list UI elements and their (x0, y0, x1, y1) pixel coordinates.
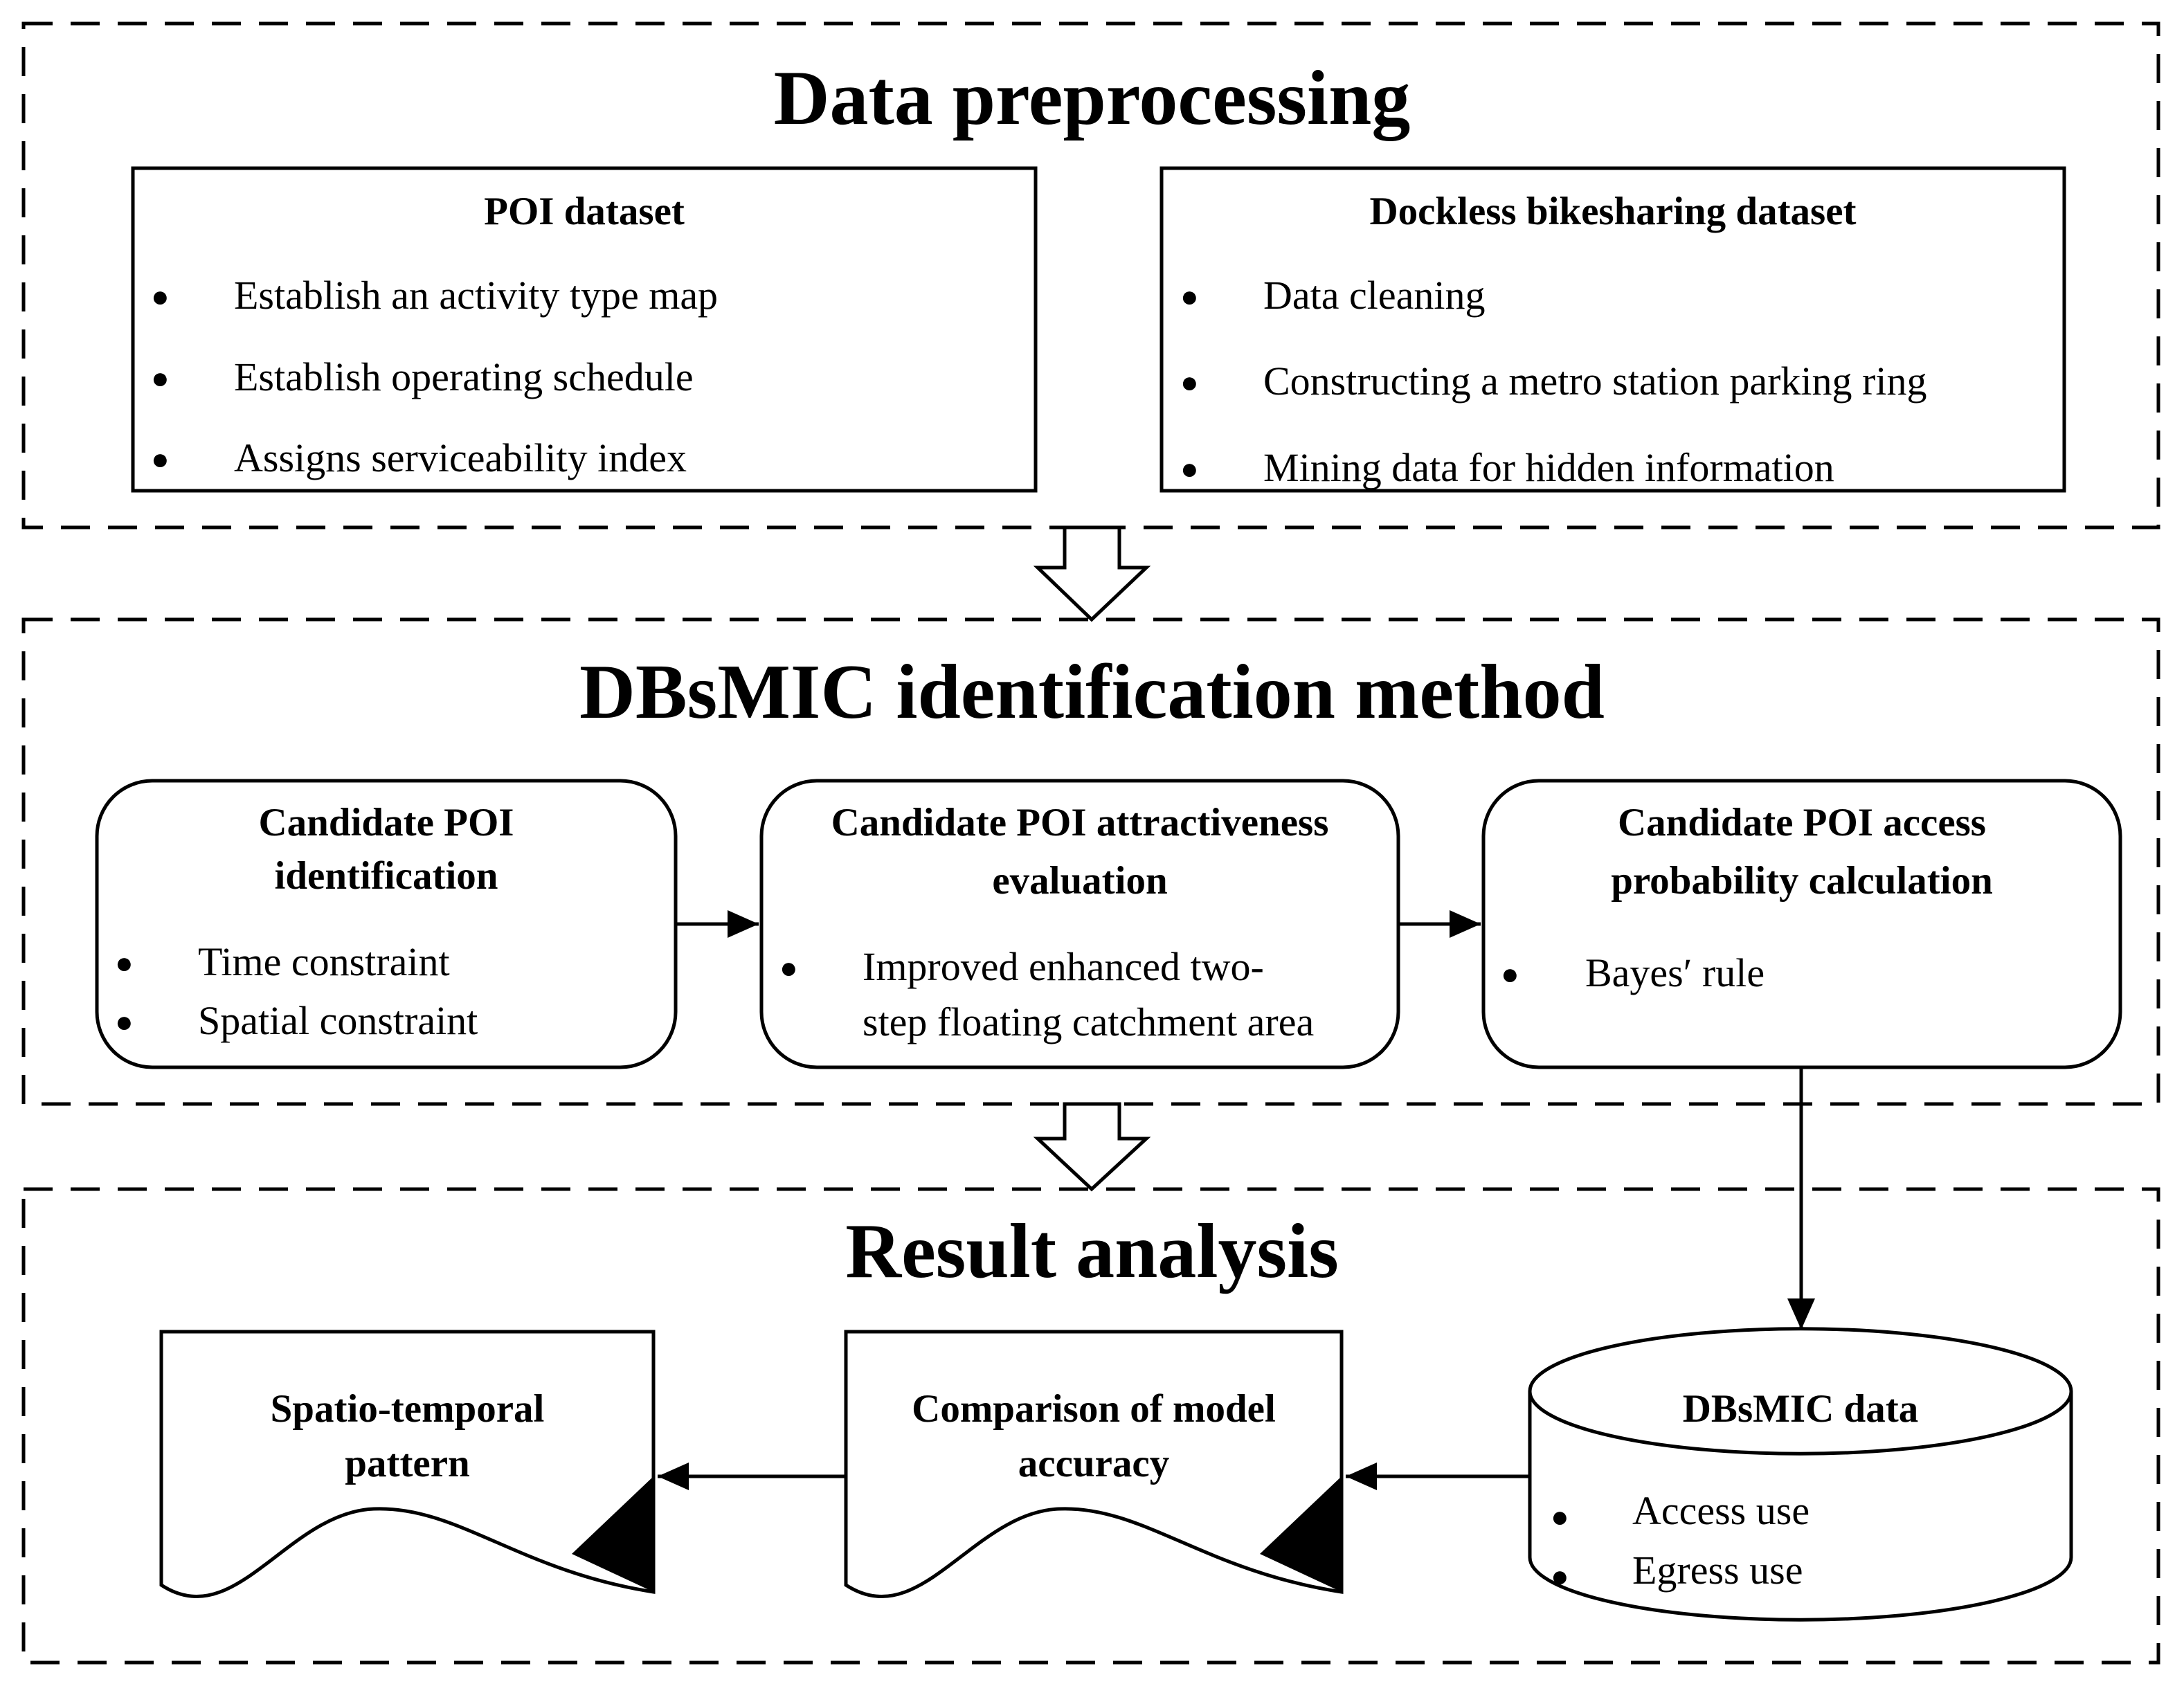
step1-bullet-1: ● (115, 946, 134, 980)
db-cylinder-rim (1528, 1391, 2073, 1456)
poi-item-1: Establish an activity type map (234, 273, 719, 318)
poi-bullet-1: ● (151, 280, 170, 314)
bike-bullet-1: ● (1180, 280, 1199, 314)
pattern-title-line-1: Spatio-temporal (270, 1387, 545, 1431)
pattern-corner-triangle (572, 1476, 653, 1592)
step3-title-line-2: probability calculation (1611, 859, 1993, 903)
step1-item-1: Time constraint (198, 939, 450, 984)
step2-item-line-1: Improved enhanced two- (863, 944, 1264, 989)
accuracy-corner-triangle (1260, 1476, 1342, 1592)
poi-bullet-3: ● (151, 442, 170, 476)
poi-dataset-box (131, 166, 1038, 493)
db-item-1: Access use (1632, 1488, 1810, 1533)
accuracy-title-line-1: Comparison of model (912, 1387, 1276, 1431)
hollow-down-arrow-1 (1033, 525, 1151, 622)
step3-item-1: Bayes′ rule (1585, 950, 1765, 995)
poi-bullet-2: ● (151, 361, 170, 395)
bikesharing-dataset-box (1159, 166, 2066, 493)
results-title: Result analysis (845, 1208, 1339, 1294)
hollow-down-arrow-2 (1033, 1102, 1151, 1192)
bike-item-3: Mining data for hidden information (1263, 445, 1834, 490)
step1-bullet-2: ● (115, 1005, 134, 1039)
poi-item-3: Assigns serviceability index (234, 435, 687, 480)
step3-title-line-1: Candidate POI access (1618, 801, 1986, 844)
db-cylinder (1528, 1327, 2073, 1622)
step2-item-line-2: step floating catchment area (863, 999, 1315, 1044)
pattern-title-line-2: pattern (345, 1442, 470, 1485)
bike-bullet-2: ● (1180, 365, 1199, 399)
poi-dataset-title: POI dataset (484, 190, 685, 233)
step1-item-2: Spatial constraint (198, 998, 478, 1043)
db-title: DBsMIC data (1682, 1387, 1919, 1431)
bike-item-2: Constructing a metro station parking rin… (1263, 359, 1927, 404)
pattern-document-shape (159, 1330, 656, 1598)
preprocessing-title: Data preprocessing (773, 55, 1411, 141)
step2-bullet-1: ● (779, 951, 798, 985)
db-item-2: Egress use (1632, 1548, 1803, 1593)
db-bullet-1: ● (1551, 1500, 1569, 1534)
step1-title-line-1: Candidate POI (258, 801, 514, 844)
results-section-frame (21, 1187, 2160, 1665)
accuracy-title-line-2: accuracy (1018, 1442, 1170, 1485)
step2-title-line-1: Candidate POI attractiveness (831, 801, 1329, 844)
db-bullet-2: ● (1551, 1559, 1569, 1593)
bike-bullet-3: ● (1180, 452, 1199, 486)
method-title: DBsMIC identification method (579, 649, 1605, 735)
bike-item-1: Data cleaning (1263, 273, 1486, 318)
step2-title-line-2: evaluation (992, 859, 1168, 903)
accuracy-document-shape (844, 1330, 1344, 1598)
step3-bullet-1: ● (1501, 957, 1519, 991)
bike-dataset-title: Dockless bikesharing dataset (1369, 190, 1857, 233)
step1-title-line-2: identification (274, 854, 498, 898)
poi-item-2: Establish operating schedule (234, 354, 694, 399)
